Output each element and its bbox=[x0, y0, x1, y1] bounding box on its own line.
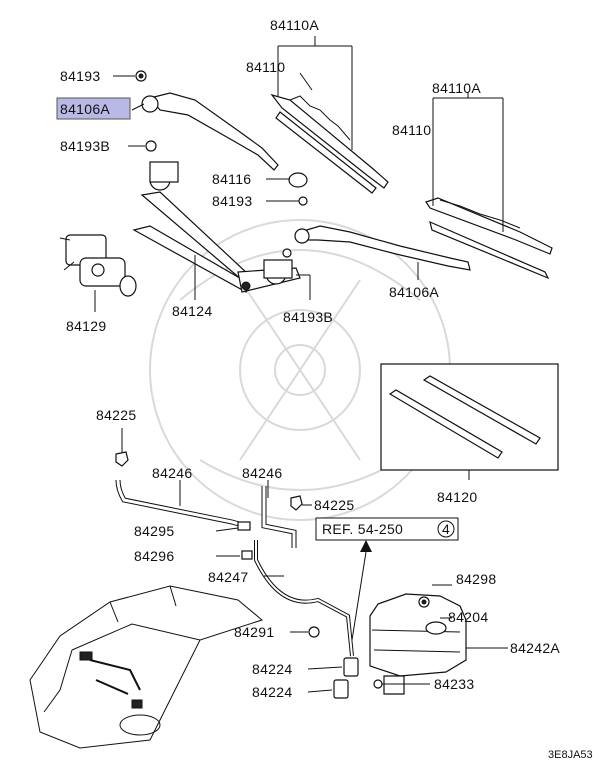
grommet-84233 bbox=[373, 679, 383, 689]
label-84242A: 84242A bbox=[510, 640, 560, 656]
label-84193B-bot: 84193B bbox=[283, 309, 333, 325]
label-84233: 84233 bbox=[434, 676, 474, 692]
washer-nozzle-right bbox=[290, 495, 303, 511]
label-84110-left: 84110 bbox=[246, 59, 285, 75]
label-84246-left: 84246 bbox=[152, 465, 192, 481]
wiper-linkage bbox=[132, 161, 301, 293]
label-84106A-right: 84106A bbox=[389, 284, 439, 300]
ref-number: 4 bbox=[442, 521, 450, 537]
wiper-motor bbox=[59, 234, 137, 297]
nut-84193-right bbox=[282, 248, 292, 258]
washer-hose-main bbox=[254, 540, 354, 657]
washer-hoses bbox=[115, 479, 297, 548]
car-location-inset bbox=[29, 585, 264, 749]
label-84124: 84124 bbox=[172, 303, 212, 319]
ref-label: REF. 54-250 bbox=[322, 521, 403, 537]
clip-84291 bbox=[308, 626, 320, 638]
label-84120: 84120 bbox=[437, 489, 477, 505]
label-84116: 84116 bbox=[212, 171, 251, 187]
cap-84116 bbox=[288, 172, 308, 188]
label-84298: 84298 bbox=[456, 571, 496, 587]
nut-84193B-top bbox=[145, 140, 157, 152]
nut-84193-top bbox=[135, 70, 147, 82]
label-84129: 84129 bbox=[66, 318, 106, 334]
wiper-blade-right bbox=[425, 197, 553, 280]
label-84224-a: 84224 bbox=[252, 661, 292, 677]
label-84225-top: 84225 bbox=[96, 407, 136, 423]
label-84193-top: 84193 bbox=[60, 68, 100, 84]
label-84246-right: 84246 bbox=[242, 465, 282, 481]
reference-box bbox=[315, 517, 459, 641]
wiper-refill-box bbox=[380, 363, 559, 471]
label-84291: 84291 bbox=[234, 624, 274, 640]
label-84225-right: 84225 bbox=[314, 497, 354, 513]
label-84296: 84296 bbox=[134, 548, 174, 564]
washer-reservoir bbox=[369, 593, 467, 695]
washer-pumps bbox=[333, 657, 359, 699]
highlight-84106A bbox=[56, 97, 131, 120]
label-84247: 84247 bbox=[208, 569, 248, 585]
label-84224-b: 84224 bbox=[252, 684, 292, 700]
label-84295: 84295 bbox=[134, 523, 174, 539]
washer-nozzle-left bbox=[115, 451, 129, 467]
label-84110-right: 84110 bbox=[392, 122, 431, 138]
grommet-84296 bbox=[241, 550, 253, 560]
wiper-blade-left bbox=[270, 93, 389, 194]
label-84110A-right: 84110A bbox=[432, 80, 481, 96]
nut-84193-mid bbox=[298, 196, 308, 206]
label-84193-mid: 84193 bbox=[212, 193, 252, 209]
label-84110A-left: 84110A bbox=[270, 17, 319, 33]
label-84106A-top: 84106A bbox=[60, 101, 110, 117]
label-84204: 84204 bbox=[448, 609, 488, 625]
wiper-arm-left bbox=[141, 92, 279, 171]
wiper-arm-right bbox=[294, 225, 471, 271]
label-84193B-top: 84193B bbox=[60, 138, 110, 154]
catalog-code: 3E8JA53 bbox=[548, 749, 593, 761]
